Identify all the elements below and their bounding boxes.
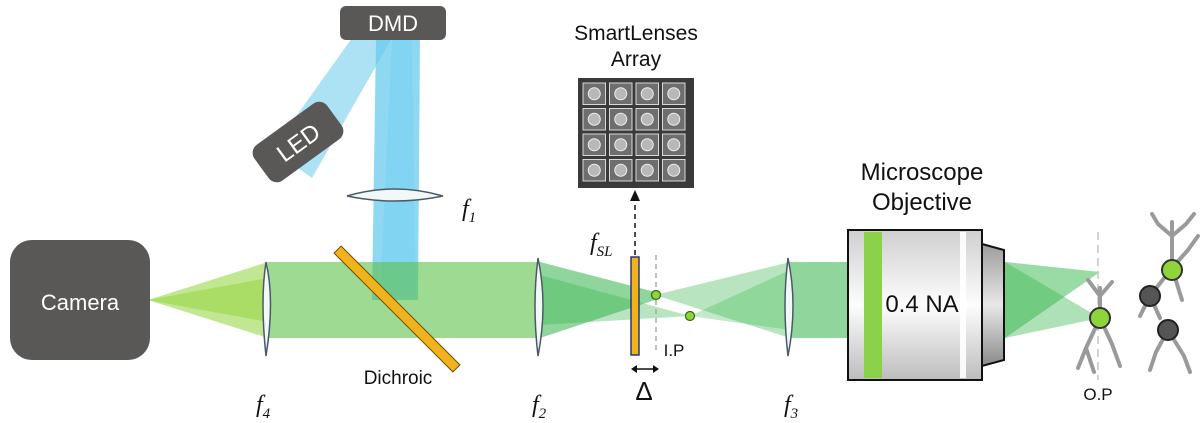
smartlens-cell-lens — [587, 163, 601, 177]
objective-icon: 0.4 NA — [847, 229, 1005, 381]
readout-arrow — [630, 190, 640, 255]
smartlens-cell-lens — [640, 112, 654, 126]
smartlens-cell-lens — [587, 87, 601, 101]
lens-f4 — [262, 261, 272, 357]
led-icon: LED — [252, 101, 344, 183]
smartlens-cell-lens — [667, 87, 681, 101]
objective-na-label: 0.4 NA — [885, 291, 958, 318]
focal-point-1 — [650, 289, 662, 301]
lens-f3 — [784, 257, 794, 357]
focal-point-2 — [684, 310, 696, 322]
microscope-title-1: Microscope — [861, 159, 984, 186]
smartlens-cell-lens — [640, 163, 654, 177]
neuron-icon — [1076, 212, 1200, 374]
smartlens-cell-lens — [667, 112, 681, 126]
smartlens-cell-lens — [640, 138, 654, 152]
dmd-icon: DMD — [340, 6, 446, 40]
f4-label: f4 — [256, 392, 271, 422]
microscope-title-2: Objective — [872, 189, 972, 216]
dichroic-mirror-icon — [333, 245, 461, 373]
smartlens-element — [630, 256, 640, 356]
dmd-label: DMD — [368, 11, 418, 36]
neuron-soma-1 — [1089, 307, 1111, 329]
smartlens-cell-lens — [614, 112, 628, 126]
green-detection-beam — [148, 262, 1100, 338]
lens-f1 — [346, 188, 444, 202]
f2-label: f2 — [532, 392, 547, 422]
image-plane-label: I.P — [664, 341, 685, 360]
smartlens-cell-lens — [587, 138, 601, 152]
camera-label: Camera — [41, 290, 120, 315]
delta-arrow — [631, 365, 659, 373]
smartlens-array-cells — [582, 82, 686, 182]
smartlens-cell-lens — [587, 112, 601, 126]
fsl-label: fSL — [590, 230, 613, 260]
smartlens-cell-lens — [640, 87, 654, 101]
camera-icon: Camera — [10, 240, 150, 360]
smartlens-cell-lens — [667, 138, 681, 152]
dichroic-label: Dichroic — [364, 368, 433, 389]
objective-band — [864, 232, 882, 378]
f3-label: f3 — [784, 392, 798, 422]
smartlens-cell-lens — [614, 138, 628, 152]
object-plane-label: O.P — [1083, 385, 1112, 404]
neuron-soma-4 — [1157, 319, 1179, 341]
smartlenses-title-2: Array — [611, 48, 662, 71]
lens-f2 — [534, 257, 544, 357]
smartlens-array-icon — [578, 78, 694, 188]
neuron-soma-2 — [1161, 259, 1183, 281]
smartlens-cell-lens — [667, 163, 681, 177]
neuron-soma-3 — [1139, 285, 1161, 307]
smartlens-cell-lens — [614, 163, 628, 177]
smartlenses-title-1: SmartLenses — [574, 22, 698, 45]
f1-label: f1 — [462, 196, 476, 226]
delta-label: Δ — [635, 376, 652, 406]
smartlens-cell-lens — [614, 87, 628, 101]
